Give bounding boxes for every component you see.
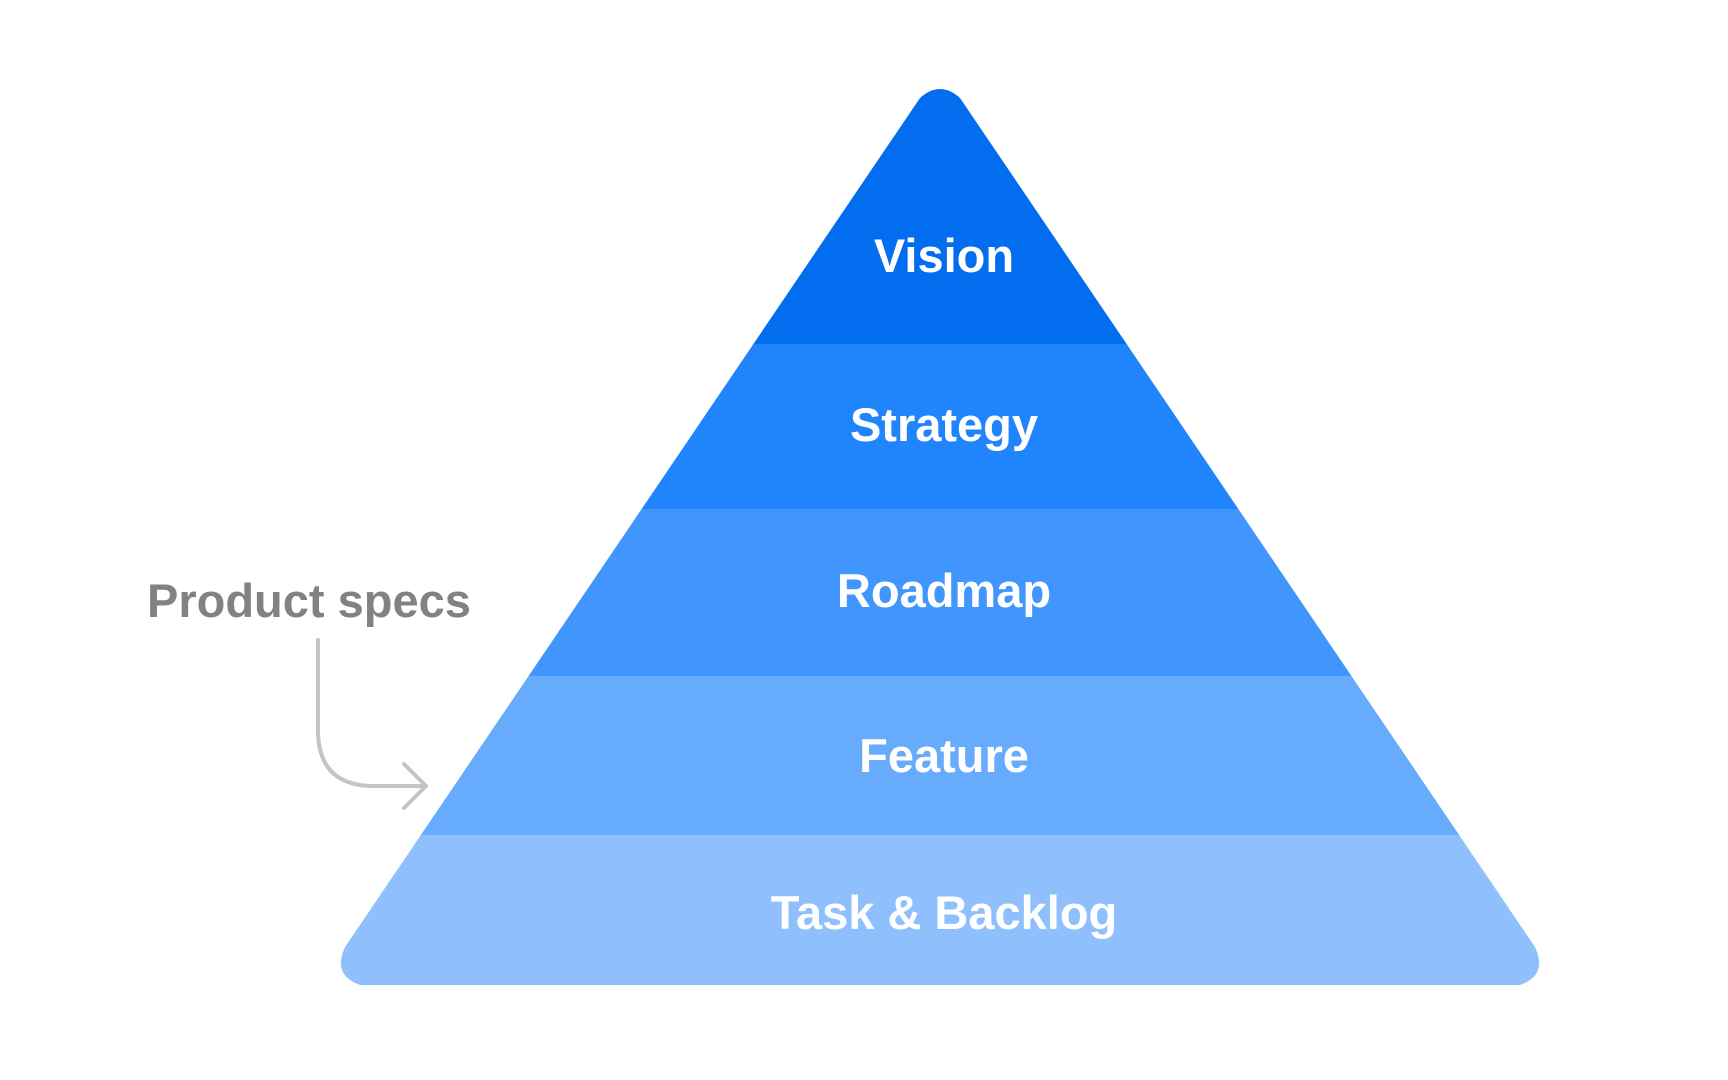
pyramid [340, 89, 1540, 985]
product-specs-label: Product specs [147, 574, 471, 627]
layer-label-feature: Feature [859, 729, 1029, 782]
pyramid-layer-feature [340, 676, 1540, 836]
pyramid-layer-vision [340, 89, 1540, 345]
layer-label-task-backlog: Task & Backlog [771, 886, 1118, 939]
layer-label-vision: Vision [874, 229, 1014, 282]
layer-label-strategy: Strategy [850, 398, 1038, 451]
pyramid-layer-task-backlog [340, 835, 1540, 985]
curved-arrow-right-icon [316, 638, 428, 810]
layer-label-roadmap: Roadmap [837, 564, 1051, 617]
